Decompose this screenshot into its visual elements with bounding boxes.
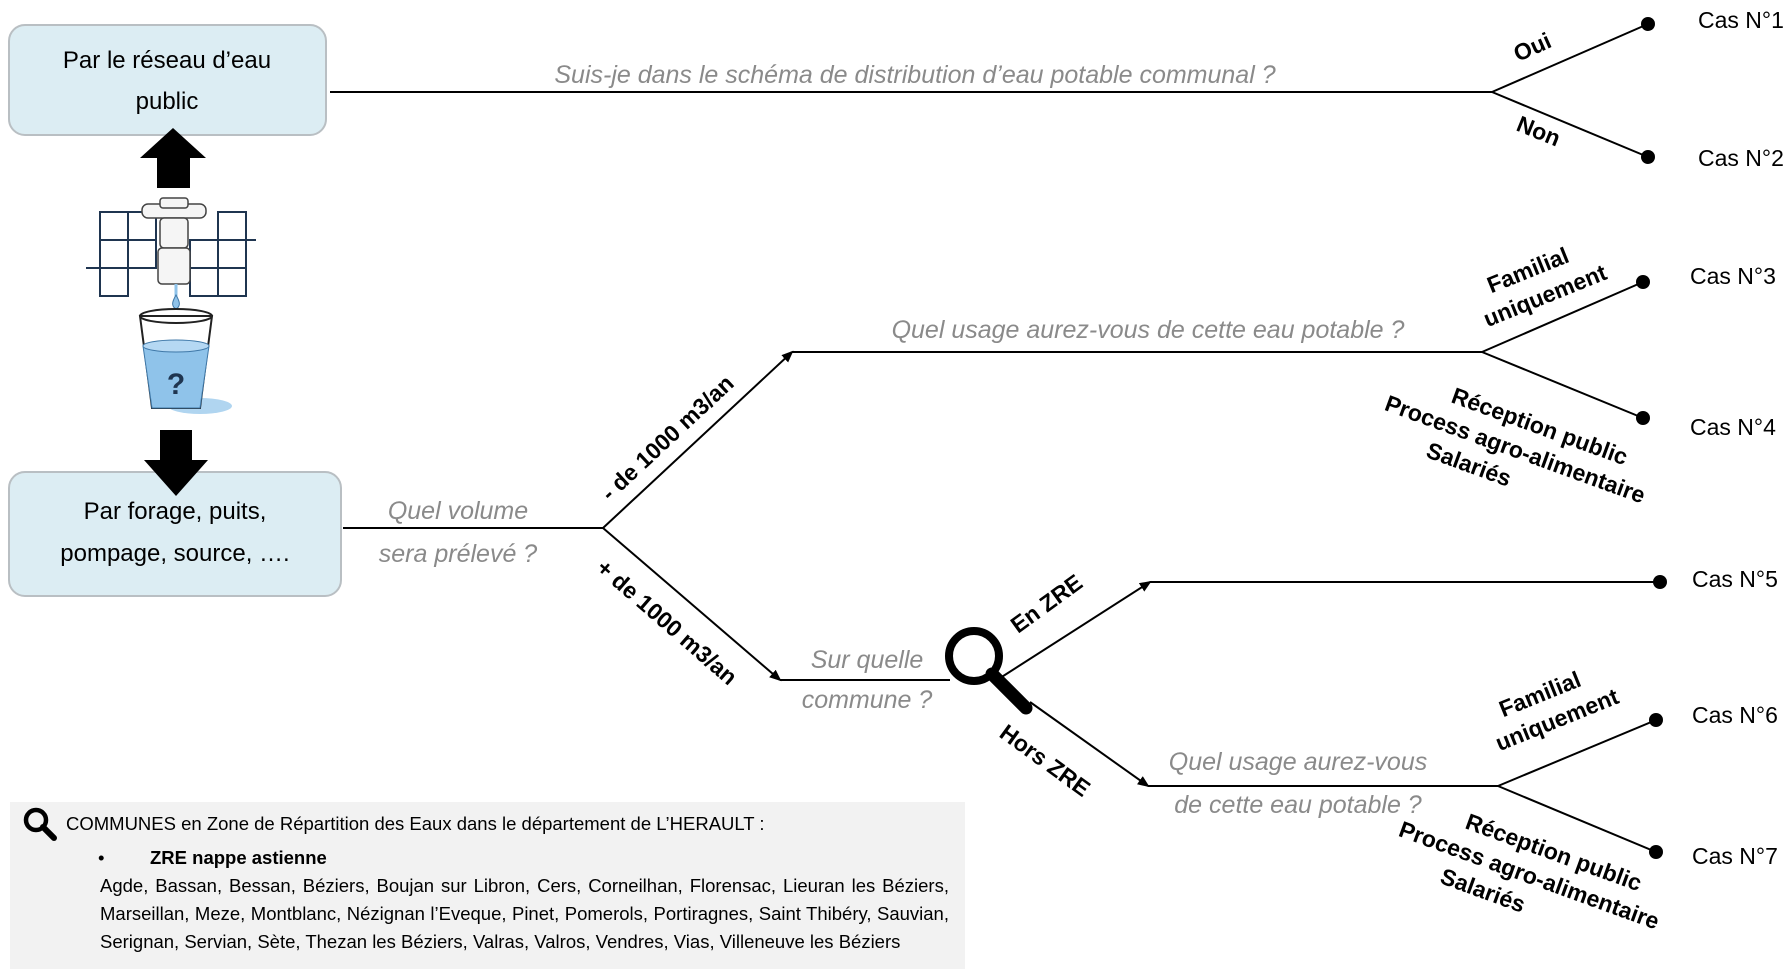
question-commune-line-1: Sur quelle: [811, 646, 924, 674]
case-5: Cas N°5: [1692, 566, 1778, 592]
info-bullet: • ZRE nappe astienne: [26, 844, 949, 872]
info-header: COMMUNES en Zone de Répartition des Eaux…: [23, 807, 949, 844]
branch-usage-hors: Quel usage aurez-vous de cette eau potab…: [1148, 655, 1679, 965]
question-volume-line-2: sera prélevé ?: [379, 540, 538, 568]
label-hors-zre: Hors ZRE: [995, 719, 1095, 802]
box-public-network-line-2: public: [136, 88, 199, 115]
branch-usage-small: Quel usage aurez-vous de cette eau potab…: [792, 231, 1665, 539]
magnifier-icon: [945, 627, 1033, 715]
question-schema: Suis-je dans le schéma de distribution d…: [554, 61, 1275, 89]
case-2: Cas N°2: [1698, 145, 1784, 171]
label-reception-1: Réception public Process agro-alimentair…: [1371, 362, 1665, 539]
box-public-network: Par le réseau d’eau public: [8, 24, 327, 136]
faucet-question-mark: ?: [167, 368, 185, 401]
question-usage-hors-line-2: de cette eau potable ?: [1174, 791, 1422, 819]
label-moins-1000: - de 1000 m3/an: [596, 370, 739, 506]
label-oui: Oui: [1509, 27, 1555, 66]
arrow-down-icon: [144, 430, 208, 496]
label-en-zre: En ZRE: [1006, 569, 1087, 638]
search-icon: [23, 807, 57, 841]
label-reception-2: Réception public Process agro-alimentair…: [1385, 788, 1679, 965]
case-1: Cas N°1: [1698, 7, 1784, 33]
box-private-source: Par forage, puits, pompage, source, ….: [8, 471, 342, 597]
box-private-source-line-2: pompage, source, ….: [60, 540, 289, 567]
box-private-source-line-1: Par forage, puits,: [84, 498, 267, 525]
branch-public: Suis-je dans le schéma de distribution d…: [330, 17, 1655, 164]
box-public-network-line-1: Par le réseau d’eau: [63, 47, 271, 74]
arrow-up-icon: [140, 128, 206, 188]
branch-volume: Quel volume sera prélevé ? - de 1000 m3/…: [343, 350, 794, 690]
info-bullet-label: ZRE nappe astienne: [150, 847, 327, 868]
question-commune-line-2: commune ?: [802, 686, 933, 714]
branch-en-zre: [1150, 575, 1667, 589]
question-usage-hors-line-1: Quel usage aurez-vous: [1169, 748, 1427, 776]
question-usage-small: Quel usage aurez-vous de cette eau potab…: [892, 316, 1405, 344]
branch-commune: Sur quelle commune ? En ZRE Hors ZRE: [780, 569, 1152, 802]
label-non: Non: [1513, 111, 1564, 152]
label-familial-2: Familial uniquement: [1480, 655, 1622, 756]
case-4: Cas N°4: [1690, 414, 1776, 440]
case-7: Cas N°7: [1692, 843, 1778, 869]
case-3: Cas N°3: [1690, 263, 1776, 289]
faucet-glass-icon: ?: [86, 197, 256, 414]
label-plus-1000: + de 1000 m3/an: [592, 554, 743, 690]
zre-info-panel: COMMUNES en Zone de Répartition des Eaux…: [10, 802, 965, 969]
bullet-symbol: •: [98, 847, 105, 868]
question-volume-line-1: Quel volume: [388, 497, 528, 525]
case-6: Cas N°6: [1692, 702, 1778, 728]
info-title: COMMUNES en Zone de Répartition des Eaux…: [66, 813, 765, 834]
info-communes: Agde, Bassan, Bessan, Béziers, Boujan su…: [100, 875, 949, 952]
label-familial-1: Familial uniquement: [1468, 231, 1610, 332]
